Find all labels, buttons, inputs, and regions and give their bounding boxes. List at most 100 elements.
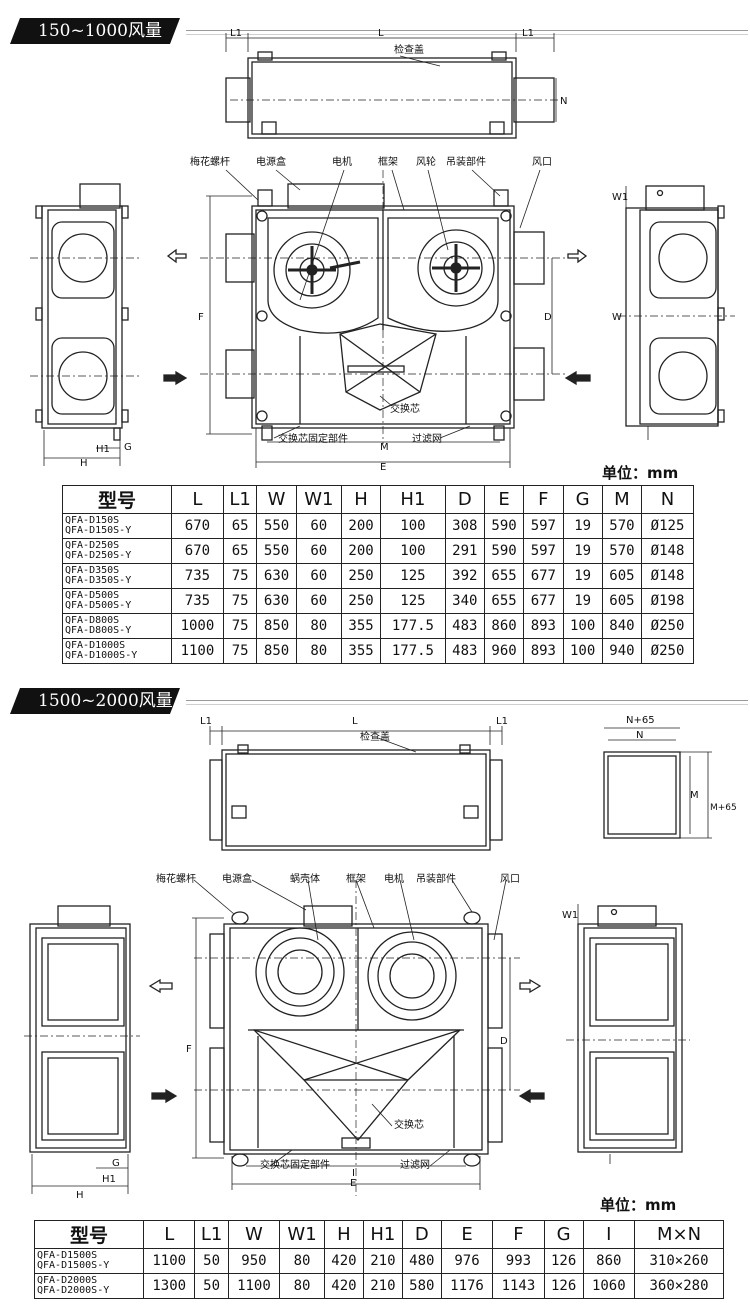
value-cell: 60 xyxy=(295,513,342,539)
value-cell: 19 xyxy=(562,513,603,539)
model-code: QFA-D2000S xyxy=(37,1275,98,1286)
value-cell: 360×280 xyxy=(634,1273,724,1299)
value-cell: 483 xyxy=(444,613,485,639)
value-cell: 860 xyxy=(483,613,525,639)
value-cell: 100 xyxy=(562,613,603,639)
value-cell: 1176 xyxy=(440,1273,494,1299)
value-cell: 65 xyxy=(222,513,258,539)
value-cell: Ø125 xyxy=(641,513,694,539)
unit-label: 单位：mm xyxy=(600,1196,677,1214)
value-cell: 200 xyxy=(340,538,382,564)
table-header-row: 型号 L L1 W W1 H H1 D E F G M N xyxy=(62,485,694,514)
value-cell: 200 xyxy=(340,513,382,539)
drawing-1500-2000: L1 L L1 检查盖 N+65 N M M+65 梅花螺杆 电源盒 蜗壳体 框… xyxy=(24,715,737,1201)
value-cell: 605 xyxy=(601,563,643,589)
drawing-labels: L1 L L1 检查盖 N 梅花螺杆 电源盒 电机 框架 风轮 吊装部件 风口 … xyxy=(80,28,628,473)
dim-label: D xyxy=(500,1036,508,1047)
dim-label: M xyxy=(690,790,699,801)
header-cell: E xyxy=(440,1220,494,1249)
value-cell: 210 xyxy=(362,1248,403,1274)
unit-label: 单位：mm xyxy=(602,464,679,482)
value-cell: 1300 xyxy=(142,1273,196,1299)
dim-label: L1 xyxy=(522,28,534,39)
banner-rule xyxy=(186,34,748,35)
callout-label: 电机 xyxy=(332,155,352,168)
callout-label: 过滤网 xyxy=(412,432,442,445)
value-cell: 355 xyxy=(340,613,382,639)
left-side-view xyxy=(24,905,140,1194)
value-cell: 65 xyxy=(222,538,258,564)
value-cell: 310×260 xyxy=(634,1248,724,1274)
dim-label: H1 xyxy=(96,444,110,455)
value-cell: 550 xyxy=(256,538,297,564)
dim-label: H xyxy=(80,458,88,469)
value-cell: 850 xyxy=(256,638,297,664)
value-cell: 550 xyxy=(256,513,297,539)
value-cell: 177.5 xyxy=(380,638,446,664)
right-side-view xyxy=(618,185,735,440)
value-cell: 570 xyxy=(601,513,643,539)
callout-label: 吊装部件 xyxy=(416,872,456,885)
value-cell: Ø250 xyxy=(641,613,694,639)
model-code: QFA-D1500S-Y xyxy=(37,1260,110,1271)
value-cell: 860 xyxy=(582,1248,636,1274)
value-cell: 60 xyxy=(295,538,342,564)
model-code: QFA-D800S-Y xyxy=(65,625,132,636)
drawing-150-1000: L1 L L1 检查盖 N 梅花螺杆 电源盒 电机 框架 风轮 吊装部件 风口 … xyxy=(30,28,735,473)
value-cell: 100 xyxy=(562,638,603,664)
header-cell: W1 xyxy=(279,1220,325,1249)
value-cell: 291 xyxy=(444,538,485,564)
spec-table-2: 型号 L L1 W W1 H H1 D E F G I M×N QFA-D150… xyxy=(34,1220,724,1299)
value-cell: 655 xyxy=(483,563,525,589)
header-cell: I xyxy=(582,1220,636,1249)
dim-label: L1 xyxy=(230,28,242,39)
callout-label: 交换芯 xyxy=(394,1118,424,1131)
value-cell: 580 xyxy=(401,1273,442,1299)
header-cell: L xyxy=(171,485,224,514)
dim-label: L xyxy=(378,28,384,39)
model-code: QFA-D150S xyxy=(65,515,120,526)
value-cell: 893 xyxy=(523,638,564,664)
dim-label: L1 xyxy=(200,716,212,727)
value-cell: 80 xyxy=(279,1248,325,1274)
callout-label: 交换芯固定部件 xyxy=(260,1158,330,1171)
value-cell: 630 xyxy=(256,563,297,589)
model-code: QFA-D1000S-Y xyxy=(65,650,138,661)
value-cell: 597 xyxy=(523,538,564,564)
value-cell: 1100 xyxy=(142,1248,196,1274)
value-cell: Ø250 xyxy=(641,638,694,664)
value-cell: 125 xyxy=(380,563,446,589)
value-cell: 1000 xyxy=(171,613,224,639)
value-cell: 392 xyxy=(444,563,485,589)
value-cell: 976 xyxy=(440,1248,494,1274)
value-cell: 100 xyxy=(380,538,446,564)
model-code: QFA-D800S xyxy=(65,615,120,626)
value-cell: 893 xyxy=(523,613,564,639)
header-cell: L1 xyxy=(222,485,258,514)
value-cell: 655 xyxy=(483,588,525,614)
value-cell: 630 xyxy=(256,588,297,614)
dim-label: G xyxy=(112,1158,120,1169)
model-code: QFA-D250S xyxy=(65,540,120,551)
dim-label: M+65 xyxy=(710,803,737,813)
callout-label: 框架 xyxy=(346,872,366,885)
callout-label: 框架 xyxy=(378,155,398,168)
value-cell: 125 xyxy=(380,588,446,614)
dim-label: E xyxy=(380,462,386,473)
drawing-labels: L1 L L1 检查盖 N+65 N M M+65 梅花螺杆 电源盒 蜗壳体 框… xyxy=(76,715,737,1201)
value-cell: 177.5 xyxy=(380,613,446,639)
dim-label: L1 xyxy=(496,716,508,727)
value-cell: 126 xyxy=(543,1248,584,1274)
value-cell: 126 xyxy=(543,1273,584,1299)
model-code: QFA-D250S-Y xyxy=(65,550,132,561)
value-cell: 993 xyxy=(492,1248,545,1274)
dim-label: N+65 xyxy=(626,715,655,726)
value-cell: 100 xyxy=(380,513,446,539)
callout-label: 交换芯固定部件 xyxy=(278,432,348,445)
